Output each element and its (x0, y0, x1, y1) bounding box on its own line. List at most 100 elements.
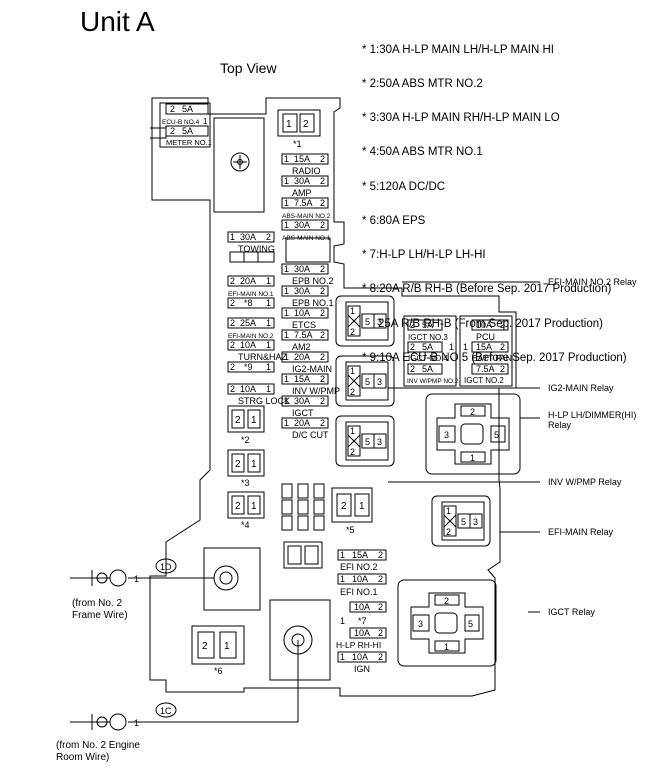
hlp-dimmer-relay-pin2: 2 (470, 407, 475, 417)
strg-lock-label: STRG LOCK (238, 396, 290, 406)
strg-lock-fuse (227, 383, 275, 395)
ecu-b4-rating: 5A (182, 104, 193, 114)
hlp-bot-pin2: 2 (378, 628, 383, 638)
meter1-number: 2 (170, 126, 175, 136)
igct-fuse-fuse (281, 395, 329, 407)
efi-main2-relay-pin1: 1 (350, 306, 355, 316)
star7-label: *7 (358, 616, 367, 626)
igct-fuse-pin-left: 1 (284, 396, 289, 406)
c1d-pin: 1 (134, 574, 139, 584)
ecu-b4-label: ECU-B NO.4 (162, 119, 200, 126)
radio-pin-right: 2 (320, 154, 325, 164)
ig2-main-fuse-pin-right: 2 (320, 352, 325, 362)
dc-cut-fuse (281, 417, 329, 429)
ig2-main-relay-pin1: 1 (350, 366, 355, 376)
efi1-rating: 10A (352, 574, 368, 584)
epb2-pin-right: 2 (320, 264, 325, 274)
epb1-label: EPB NO.1 (292, 298, 334, 308)
efi-main2-relay-body (345, 301, 389, 341)
epb1-rating: 30A (294, 286, 310, 296)
strg-lock-pin-left: 2 (230, 384, 235, 394)
star6-pin1: 1 (224, 641, 230, 652)
efi-main-relay-pin3-box (469, 513, 483, 529)
am2-label: AM2 (292, 342, 311, 352)
abs-main2-pin-right: 2 (320, 198, 325, 208)
pcu-label: PCU (476, 332, 495, 342)
hlp-dimmer-relay-pin1-box (460, 451, 486, 463)
screw-terminal (230, 152, 250, 172)
epb2-pin-left: 1 (284, 264, 289, 274)
ig2-main-fuse-fuse (281, 351, 329, 363)
efi-main2-fuse-pin-right: 1 (266, 318, 271, 328)
amp-pin-left: 1 (284, 176, 289, 186)
strg-lock-pin-right: 1 (266, 384, 271, 394)
igct3-pin2: 2 (410, 320, 415, 330)
c1d-id: 1D (160, 562, 172, 572)
note-4: * 4:50A ABS MTR NO.1 (362, 146, 483, 159)
note-1: * 1:30A H-LP MAIN LH/H-LP MAIN HI (362, 43, 554, 56)
abs-main2-rating: 7.5A (294, 198, 313, 208)
am2-pin-right: 2 (320, 330, 325, 340)
star4-label: *4 (241, 520, 250, 530)
pcu-pin2: 2 (500, 320, 505, 330)
am2-pin-left: 1 (284, 330, 289, 340)
star8-pin2: 2 (230, 298, 235, 308)
hlp-dimmer-relay-socket (425, 393, 521, 475)
hlp-top-pin2: 2 (378, 602, 383, 612)
towing-pin-left: 1 (230, 232, 235, 242)
star5-pin1: 1 (359, 501, 365, 512)
igct4-rating: 5A (422, 342, 433, 352)
ig2-main-relay-body (345, 361, 389, 401)
hlp-dimmer-relay-pin1: 1 (470, 453, 475, 463)
note-6: * 6:80A EPS (362, 214, 426, 227)
efi1-pin1: 1 (340, 574, 345, 584)
efi-main2-fuse-label: EFI-MAIN NO.2 (228, 333, 274, 340)
star4-pin2: 2 (235, 501, 241, 512)
ig2-main-relay-cross (347, 374, 361, 388)
inv-wpmp2-rating: 5A (422, 364, 433, 374)
relay-efi-main-label: EFI-MAIN Relay (548, 527, 614, 537)
turn-haz-label: TURN&HAZ (238, 352, 288, 362)
inv-wpmp-fuse-rating: 15A (294, 374, 310, 384)
hlp-top-rating: 10A (354, 602, 370, 612)
efi1-label: EFI NO.1 (340, 587, 378, 597)
efi-main1-fuse (227, 275, 275, 287)
star8-label: *8 (244, 298, 253, 308)
inv-wpmp-relay-cross (347, 434, 361, 448)
batt-fan-rating: 15A (476, 342, 492, 352)
etcs-rating: 10A (294, 308, 310, 318)
turn-haz-pin-right: 1 (266, 340, 271, 350)
note-5: * 5:120A DC/DC (362, 180, 446, 193)
c1c-pin: 1 (134, 718, 139, 728)
inv-wpmp-fuse-label: INV W/PMP (292, 386, 340, 396)
inv-wpmp-fuse-pin-right: 2 (320, 374, 325, 384)
ig2-main-relay-pin3: 3 (377, 377, 382, 387)
efi-main2-fuse-pin-left: 2 (230, 318, 235, 328)
hlp-dimmer-relay-pin3-box (438, 425, 456, 443)
efi-main1-rating: 20A (240, 276, 256, 286)
star6-label: *6 (214, 666, 223, 676)
efi-main2-relay-pin3-box (373, 313, 387, 329)
dc-cut-label: D/C CUT (292, 430, 329, 440)
ign-pin1: 1 (340, 652, 345, 662)
inv-wpmp2-label: INV W/PMP NO.2 (407, 378, 459, 385)
efi2-rating: 15A (352, 550, 368, 560)
pcu-rating: 10A (476, 320, 492, 330)
ecu-b4-number: 2 (170, 104, 175, 114)
efi1-pin2: 2 (378, 574, 383, 584)
towing-pin-right: 2 (266, 232, 271, 242)
abs-main2-fuse (281, 197, 329, 209)
efi-main1-pin-left: 2 (230, 276, 235, 286)
box-outline (149, 97, 517, 697)
am2-fuse (281, 329, 329, 341)
meter1-label: METER NO.1 (166, 138, 212, 147)
radio-fuse (281, 153, 329, 165)
igct-relay-pin3: 3 (418, 619, 423, 629)
amp-rating: 30A (294, 176, 310, 186)
spare-slots (281, 483, 325, 569)
batt-fan-pin2: 2 (500, 342, 505, 352)
efi-main2-relay-pin2: 2 (350, 327, 355, 337)
towing-rating: 30A (240, 232, 256, 242)
